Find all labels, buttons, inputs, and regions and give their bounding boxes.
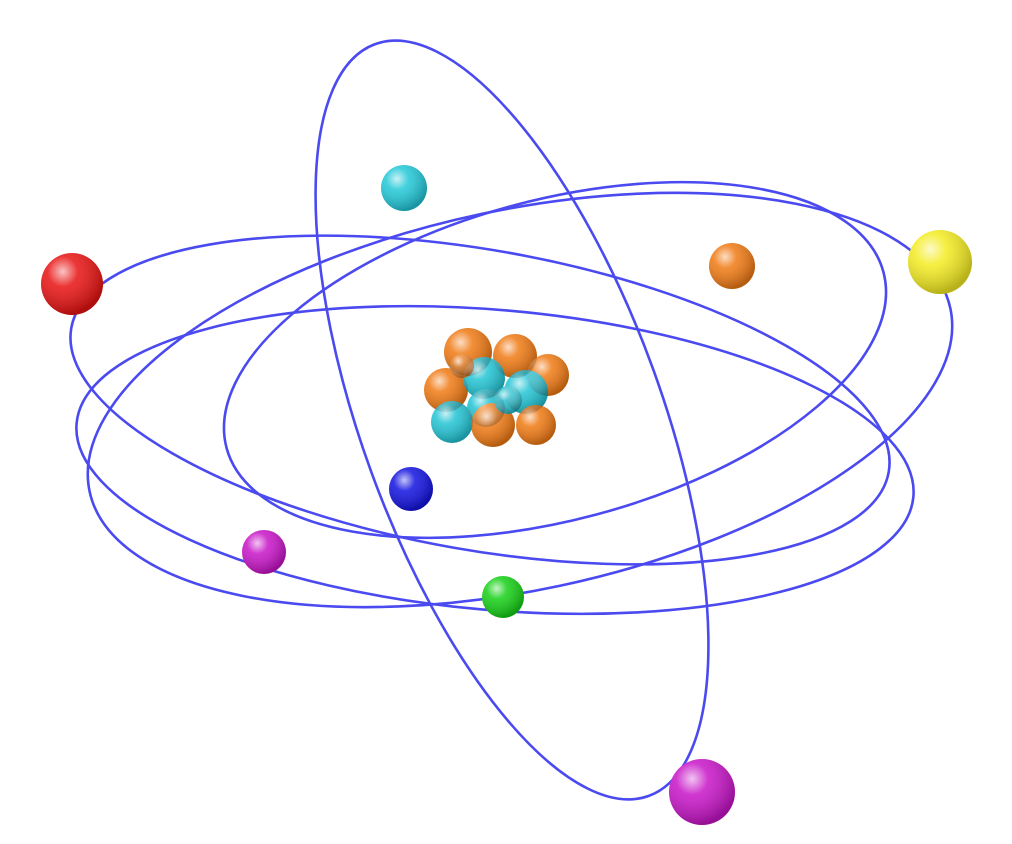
- sphere-highlight: [471, 403, 515, 447]
- sphere-highlight: [516, 405, 556, 445]
- sphere-highlight: [242, 530, 286, 574]
- sphere-highlight: [450, 354, 474, 378]
- orbit-inner-upper: [222, 180, 888, 540]
- orbit-vertical-tilted: [314, 39, 710, 801]
- orbits: [69, 39, 954, 801]
- sphere-highlight: [424, 368, 468, 412]
- sphere-highlight: [908, 230, 972, 294]
- orbit-lower-wide: [75, 304, 915, 616]
- sphere-highlight: [709, 243, 755, 289]
- sphere-highlight: [494, 386, 522, 414]
- sphere-highlight: [669, 759, 735, 825]
- sphere-highlight: [493, 334, 537, 378]
- sphere-highlight: [41, 253, 103, 315]
- shine-overlays: [41, 165, 972, 825]
- sphere-highlight: [389, 467, 433, 511]
- orbit-red-to-right: [69, 234, 891, 566]
- sphere-highlight: [431, 401, 473, 443]
- sphere-highlight: [381, 165, 427, 211]
- sphere-highlight: [482, 576, 524, 618]
